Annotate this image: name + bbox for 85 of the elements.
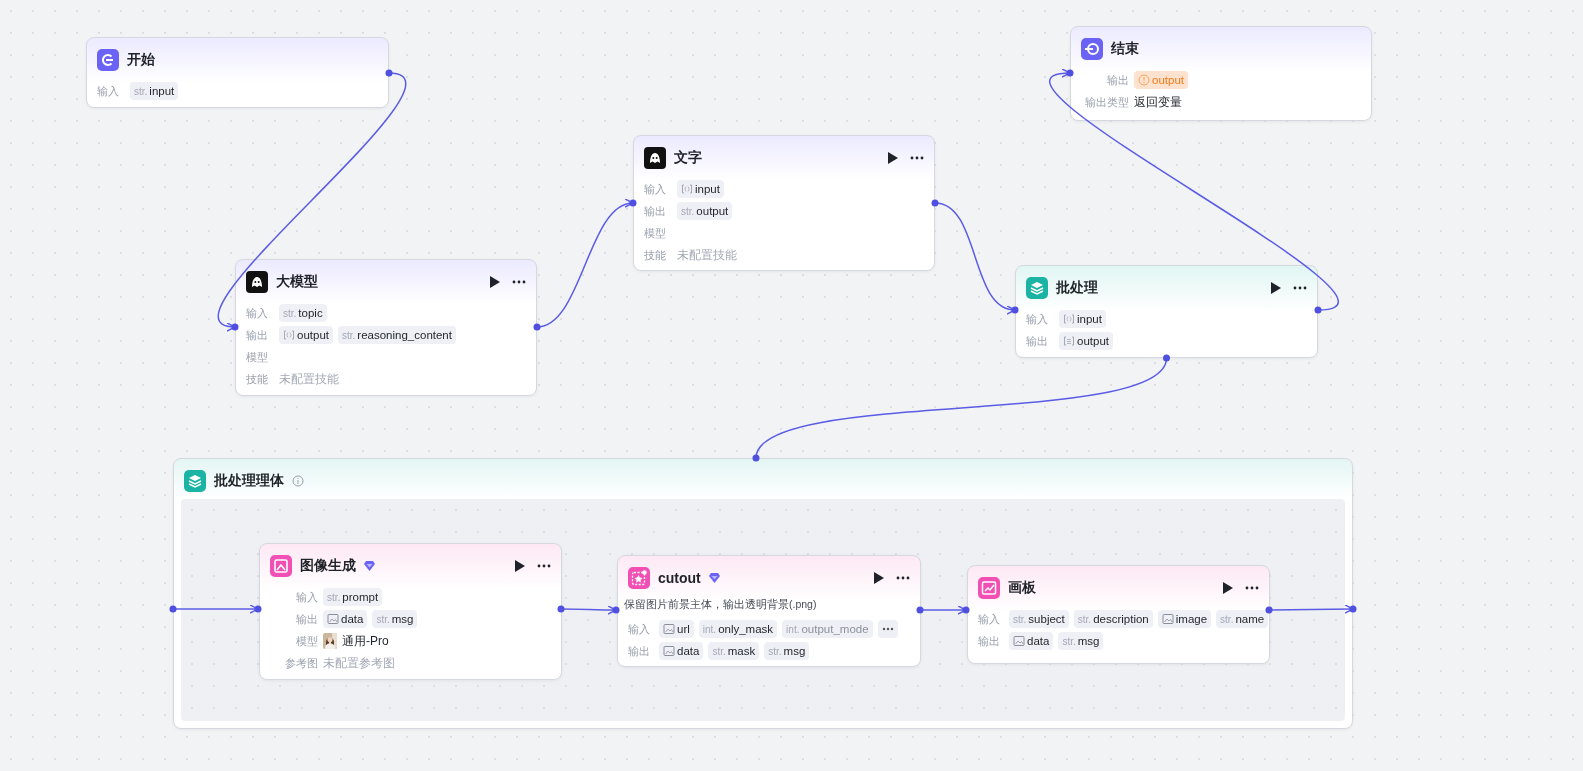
field-label: 输出	[644, 203, 667, 219]
node-title: 图像生成	[300, 557, 356, 575]
field-label: 输入	[246, 305, 269, 321]
variable-name: input	[695, 183, 720, 195]
node-title: 开始	[127, 51, 155, 69]
variable-name: output	[297, 329, 329, 341]
field-label: 输出	[628, 643, 651, 659]
variable-name: input	[1077, 313, 1102, 325]
placeholder-text: 未配置参考图	[323, 654, 395, 672]
variable-name: msg	[391, 613, 414, 625]
type-prefix: str.	[712, 645, 726, 657]
variable-name: msg	[1077, 635, 1100, 647]
variable-name: url	[677, 623, 690, 635]
variable-name: data	[341, 613, 364, 625]
placeholder-text: 未配置技能	[677, 246, 737, 264]
node-title: 大模型	[276, 273, 318, 291]
field-label: 输入	[644, 181, 667, 197]
field-label: 输出	[1026, 333, 1049, 349]
field-label: 输入	[978, 611, 1001, 627]
type-prefix: str.	[376, 613, 390, 625]
variable-name: description	[1093, 613, 1149, 625]
field-label: 模型	[644, 225, 667, 241]
group-container	[173, 458, 1353, 729]
field-label: 输入	[1026, 311, 1049, 327]
type-prefix: str.	[1077, 613, 1092, 625]
field-label: 输出	[246, 327, 269, 343]
connector	[219, 72, 405, 330]
placeholder-text: 未配置技能	[279, 370, 339, 388]
group-title: 批处理理体	[214, 472, 284, 490]
field-label: 模型	[295, 633, 318, 649]
variable-name: name	[1235, 613, 1265, 625]
field-value: 通用-Pro	[342, 632, 389, 650]
variable-name: data	[677, 645, 700, 657]
field-label: 技能	[644, 247, 667, 263]
variable-name: input	[149, 85, 175, 97]
type-prefix: int.	[786, 623, 800, 635]
variable-name: reasoning_content	[357, 329, 452, 341]
node-card	[633, 135, 935, 271]
variable-name: prompt	[342, 591, 379, 603]
field-label: 输入	[295, 589, 318, 605]
field-label: 技能	[246, 371, 269, 387]
variable-name: subject	[1028, 613, 1065, 625]
type-prefix: str.	[681, 205, 695, 217]
node-card	[617, 555, 921, 667]
connector	[1050, 70, 1338, 311]
type-prefix: str.	[342, 329, 356, 341]
variable-name: image	[1175, 613, 1208, 625]
node-title: 文字	[674, 149, 702, 167]
node-title: 结束	[1111, 40, 1139, 58]
node-card	[1015, 265, 1318, 358]
type-prefix: str.	[1220, 613, 1234, 625]
type-prefix: str.	[134, 85, 148, 97]
field-label: 输出	[978, 633, 1001, 649]
type-prefix: int.	[702, 623, 717, 635]
node-card	[86, 37, 389, 108]
type-prefix: str.	[283, 307, 297, 319]
node-card	[967, 565, 1270, 664]
node-title: cutout	[658, 570, 701, 586]
type-prefix: str.	[327, 591, 341, 603]
node-title: 批处理	[1056, 279, 1098, 297]
variable-name: output	[1152, 74, 1184, 86]
field-label: 输入	[628, 621, 651, 637]
node-card	[235, 259, 537, 396]
node-card	[1070, 26, 1372, 121]
field-label: 参考图	[284, 655, 318, 671]
field-label: 模型	[246, 349, 269, 365]
type-prefix: str.	[1013, 613, 1027, 625]
variable-name: mask	[727, 645, 756, 657]
field-label: 输出	[295, 611, 318, 627]
variable-name: output	[696, 205, 729, 217]
variable-name: data	[1027, 635, 1050, 647]
field-value: 返回变量	[1134, 93, 1182, 111]
field-label: 输入	[97, 83, 120, 99]
variable-name: msg	[783, 645, 806, 657]
variable-name: only_mask	[718, 623, 774, 635]
type-prefix: str.	[1062, 635, 1076, 647]
description-text: 保留图片前景主体，输出透明背景(.png)	[624, 598, 817, 612]
type-prefix: str.	[768, 645, 782, 657]
field-label: 输出类型	[1084, 94, 1129, 110]
field-label: 输出	[1106, 72, 1129, 88]
node-title: 画板	[1008, 579, 1036, 597]
variable-name: topic	[298, 307, 323, 319]
variable-name: output_mode	[801, 623, 869, 635]
node-card	[259, 543, 562, 680]
variable-name: output	[1077, 335, 1109, 347]
